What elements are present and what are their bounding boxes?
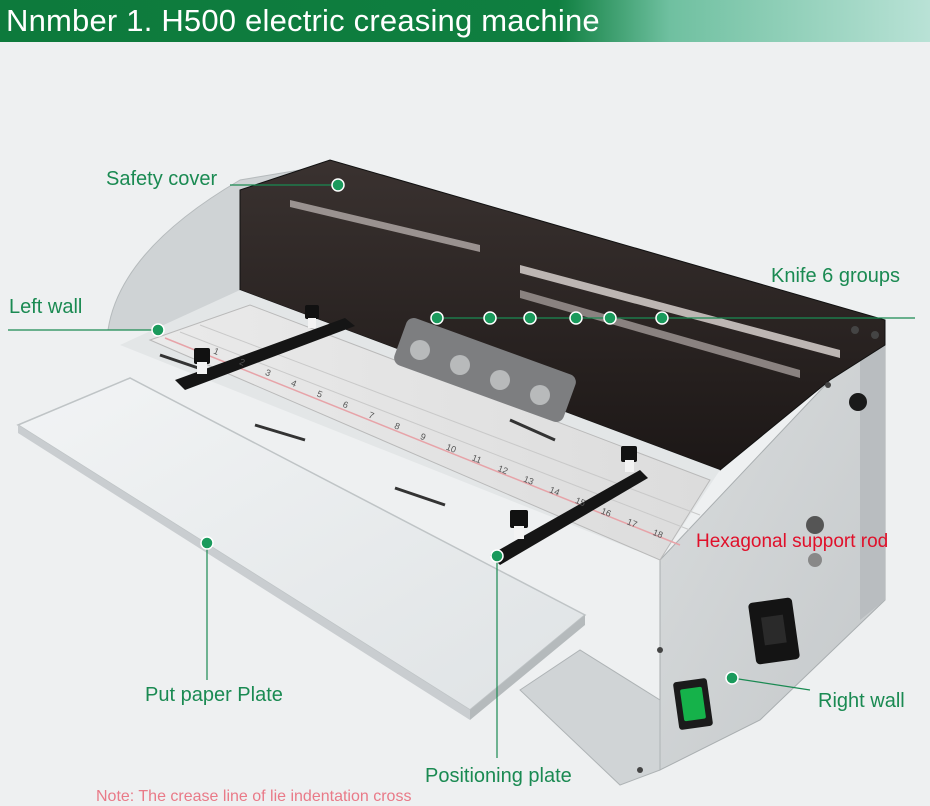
callout-dot [569,311,583,325]
ruler-number: 2 [238,357,246,368]
ruler-number: 8 [393,421,401,432]
label-knife-groups: Knife 6 groups [771,265,900,287]
knob-icon [849,393,867,411]
callout-dot [523,311,537,325]
label-put-paper-plate: Put paper Plate [145,684,283,706]
ruler-scale [148,304,711,561]
ruler-number: 18 [651,527,664,540]
ruler-number: 10 [445,442,458,455]
label-right-wall: Right wall [818,690,905,712]
callout-dot [430,311,444,325]
ruler-number: 13 [522,474,535,487]
title-banner: Nnmber 1. H500 electric creasing machine [0,0,930,42]
ruler-number: 17 [626,517,639,530]
callout-dot [725,671,739,685]
callout-dot [655,311,669,325]
positioning-bar-left [175,318,355,390]
footnote: Note: The crease line of lie indentation… [96,788,412,805]
ruler-number: 12 [496,463,509,476]
ruler-number: 14 [548,485,561,498]
callout-dot [331,178,345,192]
callout-dot [151,323,165,337]
ruler-number: 15 [574,495,587,508]
ruler-number: 3 [264,367,272,378]
callout-dot [483,311,497,325]
knob-icon [194,305,637,528]
ruler-number: 6 [341,399,349,410]
ruler-number: 4 [290,378,298,389]
label-safety-cover: Safety cover [106,168,218,190]
ruler-number: 9 [419,431,427,442]
ruler-number: 16 [600,506,613,519]
ruler-number: 7 [367,410,375,421]
label-positioning-plate: Positioning plate [425,765,572,787]
callout-dot [490,549,504,563]
banner-title: Nnmber 1. H500 electric creasing machine [6,3,600,38]
ruler-number: 1 [212,346,220,357]
positioning-bar-right [490,470,648,565]
callout-dot [603,311,617,325]
label-left-wall: Left wall [9,296,83,318]
ruler-number: 5 [316,389,324,400]
label-hexagonal-rod: Hexagonal support rod [696,531,889,552]
callout-dot [200,536,214,550]
ruler-number: 11 [471,453,483,466]
